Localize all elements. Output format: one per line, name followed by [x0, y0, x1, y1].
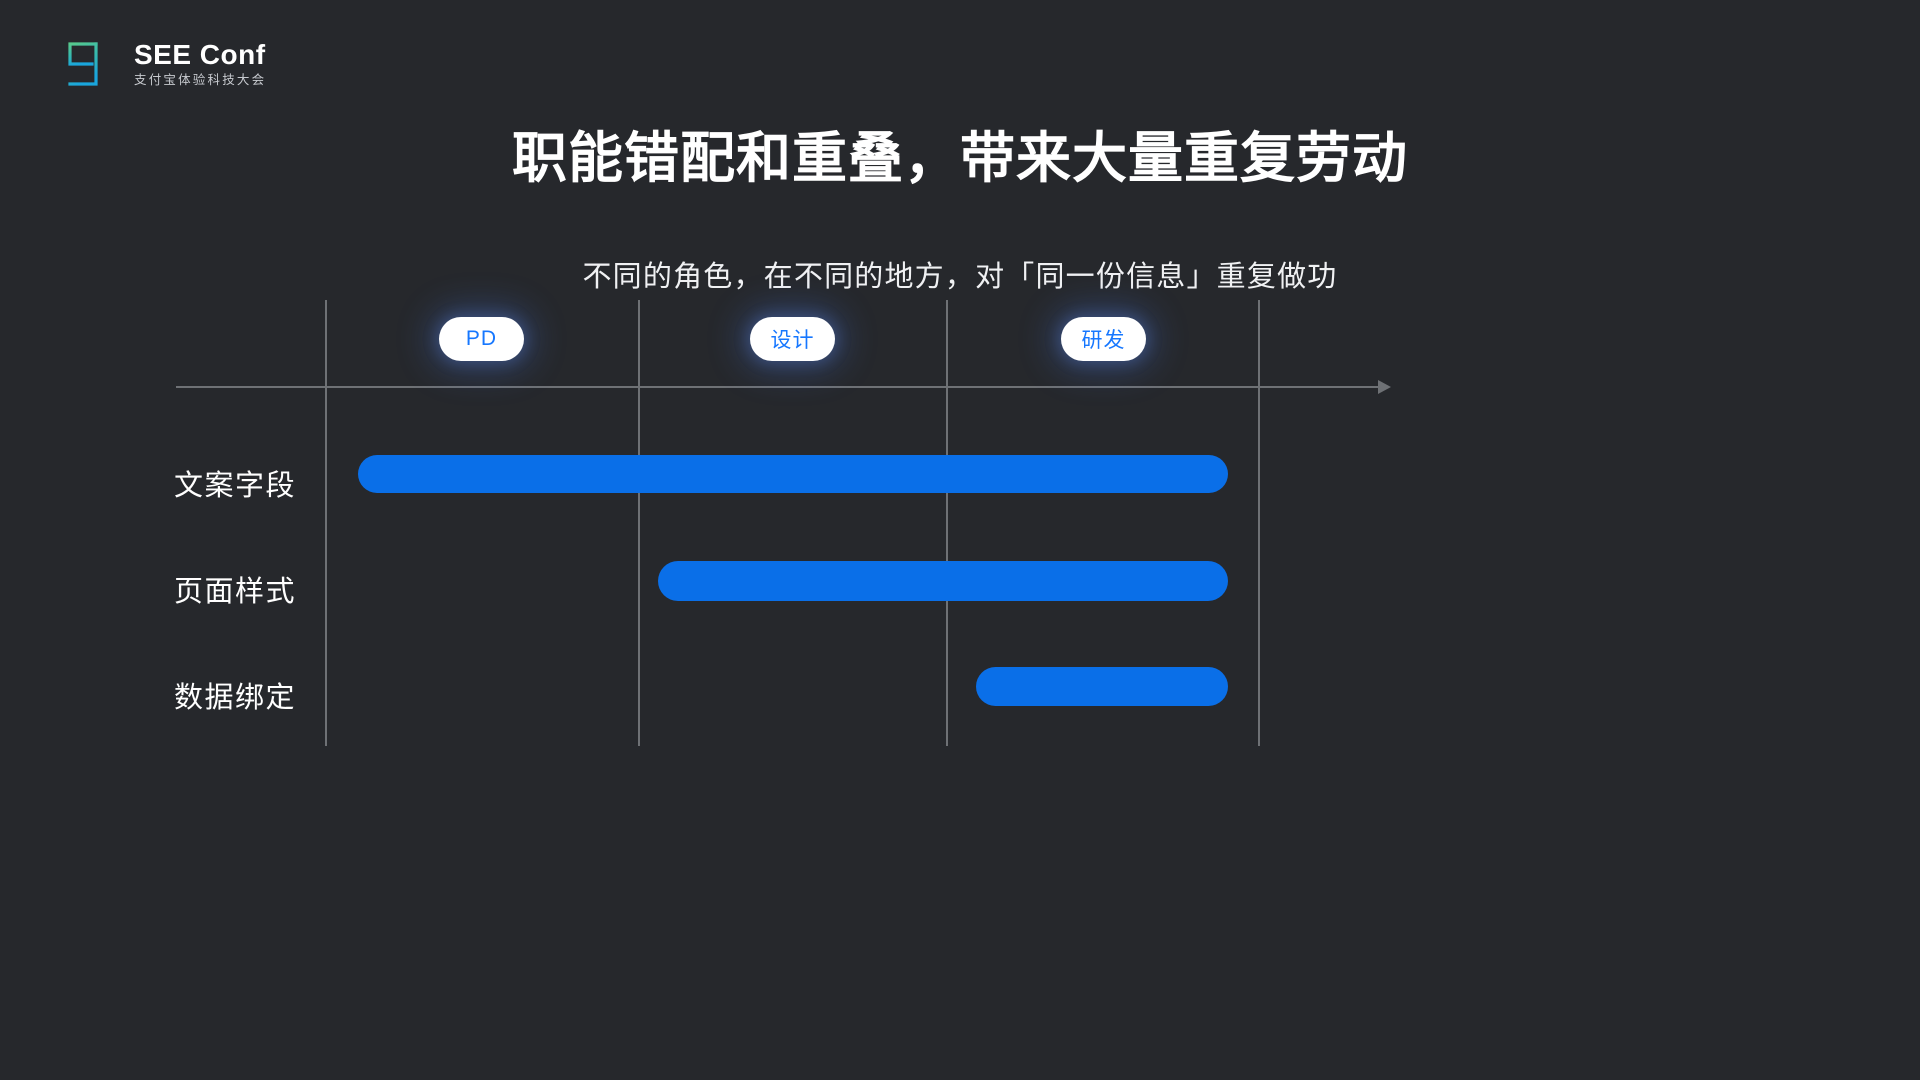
see-conf-logo: SEE Conf 支付宝体验科技大会: [62, 36, 266, 92]
page-subtitle: 不同的角色，在不同的地方，对「同一份信息」重复做功: [582, 261, 1338, 293]
gridline-3: [1258, 300, 1260, 746]
bar-data-binding: [976, 667, 1228, 706]
stage-pill-label: 研发: [1081, 329, 1126, 352]
gridline-2: [946, 300, 948, 746]
page-title: 职能错配和重叠，带来大量重复劳动: [511, 127, 1408, 189]
timeline-arrow-icon: [1378, 380, 1391, 394]
logo-subtitle: 支付宝体验科技大会: [134, 73, 267, 88]
see-conf-logo-mark-icon: [68, 42, 98, 86]
gridline-0: [325, 300, 327, 746]
bar-page-style: [658, 561, 1228, 601]
timeline-axis: [176, 386, 1384, 388]
stage-pill-label: PD: [465, 327, 498, 350]
bar-copy-field: [358, 455, 1228, 493]
gridline-1: [638, 300, 640, 746]
stage-pill-label: 设计: [770, 329, 815, 352]
row-label-copy-field: 文案字段: [174, 470, 297, 502]
row-label-data-binding: 数据绑定: [174, 682, 297, 714]
logo-text-block: SEE Conf 支付宝体验科技大会: [134, 39, 266, 89]
stage-pill-dev[interactable]: 研发: [1061, 317, 1146, 361]
stage-pill-design[interactable]: 设计: [750, 317, 835, 361]
stage-pill-pd[interactable]: PD: [439, 317, 524, 361]
logo-title: SEE Conf: [134, 39, 266, 70]
row-label-page-style: 页面样式: [174, 576, 297, 608]
